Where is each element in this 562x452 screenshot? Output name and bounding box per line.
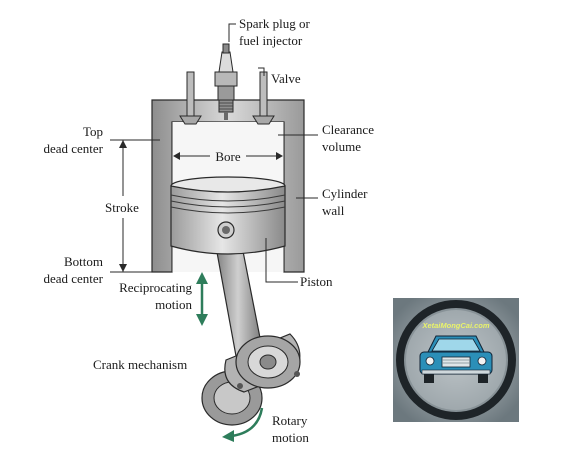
piston <box>170 176 286 255</box>
piston-label: Piston <box>300 274 333 289</box>
bottom-dead-center-label-line1: Bottom <box>64 254 103 269</box>
rotary-motion-label-line2: motion <box>272 430 309 445</box>
car-icon <box>419 335 493 383</box>
watermark-text: XetaiMongCai.com <box>421 321 489 330</box>
bottom-dead-center-label-line2: dead center <box>43 271 103 286</box>
bore-dimension <box>173 152 283 160</box>
spark-plug-label-line2: fuel injector <box>239 33 303 48</box>
stroke-dimension <box>110 139 160 273</box>
crank-mechanism-label: Crank mechanism <box>93 357 187 372</box>
clearance-volume-label-line2: volume <box>322 139 361 154</box>
reciprocating-motion-label-line2: motion <box>155 297 192 312</box>
top-dead-center-label-line2: dead center <box>43 141 103 156</box>
cylinder-wall-label-line1: Cylinder <box>322 186 368 201</box>
valve-label: Valve <box>271 71 301 86</box>
clearance-volume-label-line1: Clearance <box>322 122 374 137</box>
cylinder-wall-label-line2: wall <box>322 203 345 218</box>
rotary-arrow <box>222 407 264 442</box>
spark-plug <box>214 43 238 120</box>
bore-label: Bore <box>215 149 241 164</box>
top-dead-center-label-line1: Top <box>83 124 103 139</box>
crank-mechanism <box>201 333 301 426</box>
stroke-label: Stroke <box>105 200 139 215</box>
reciprocating-arrow <box>196 272 208 326</box>
reciprocating-motion-label-line1: Reciprocating <box>119 280 192 295</box>
watermark-logo: XetaiMongCai.com <box>393 298 519 422</box>
rotary-motion-label-line1: Rotary <box>272 413 308 428</box>
leader-lines <box>228 23 318 283</box>
spark-plug-label-line1: Spark plug or <box>239 16 310 31</box>
intake-valve <box>179 71 202 125</box>
